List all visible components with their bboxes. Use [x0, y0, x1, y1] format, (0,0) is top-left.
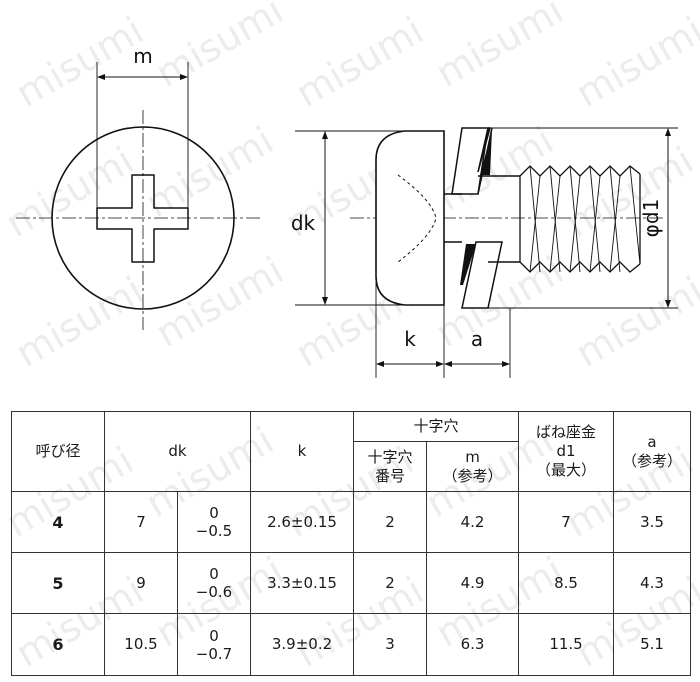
tol-upper: 0	[209, 565, 219, 583]
header-m-ref: m （参考）	[425, 441, 520, 492]
cross-recess	[96, 174, 189, 263]
header-recess-no: 十字穴 番号	[353, 441, 427, 492]
cell-k: 3.3±0.15	[250, 552, 354, 614]
cell-dk-tolerance: 0−0.6	[177, 552, 251, 614]
cell-dk-tolerance: 0−0.7	[177, 613, 251, 676]
cell-m: 4.9	[425, 552, 520, 614]
label-a: a	[471, 327, 483, 351]
cell-m: 6.3	[425, 613, 520, 676]
cell-d1: 7	[518, 491, 615, 553]
label-m: m	[133, 44, 152, 68]
cell-dk-tolerance: 0−0.5	[177, 491, 251, 553]
cell-recess-no: 3	[353, 613, 427, 676]
washer-upper-shade	[480, 130, 492, 175]
tol-upper: 0	[209, 626, 219, 645]
washer-upper	[451, 127, 489, 195]
cell-a: 5.1	[613, 613, 692, 676]
header-nominal: 呼び径	[11, 411, 105, 492]
label-d1: φd1	[639, 199, 663, 238]
cell-dk: 7	[104, 491, 178, 553]
cell-k: 3.9±0.2	[250, 613, 354, 676]
header-dk: dk	[104, 411, 251, 492]
cell-size: 6	[11, 613, 105, 676]
cell-recess-no: 2	[353, 552, 427, 614]
cell-a: 3.5	[613, 491, 692, 553]
table-row: 6 10.5 0−0.7 3.9±0.2 3 6.3 11.5 5.1	[11, 613, 692, 676]
thread-crests	[529, 165, 641, 273]
cell-k: 2.6±0.15	[250, 491, 354, 553]
cell-size: 4	[11, 491, 105, 553]
cell-dk: 10.5	[104, 613, 178, 676]
cell-size: 5	[11, 552, 105, 614]
top-view: m	[16, 44, 262, 330]
thread-top	[519, 165, 641, 177]
cell-d1: 11.5	[518, 613, 615, 676]
label-k: k	[404, 327, 416, 351]
label-dk: dk	[291, 211, 316, 235]
washer-lower-shade	[460, 244, 476, 285]
tol-upper: 0	[209, 504, 219, 522]
header-cross-recess: 十字穴	[352, 411, 520, 442]
header-a-ref: a （参考）	[613, 411, 692, 492]
screw-drawing: m	[16, 44, 678, 378]
tol-lower: −0.5	[195, 522, 233, 540]
cell-m: 4.2	[425, 491, 520, 553]
tol-lower: −0.7	[195, 644, 233, 663]
table-row: 5 9 0−0.6 3.3±0.15 2 4.9 8.5 4.3	[11, 552, 692, 614]
cell-d1: 8.5	[518, 552, 615, 614]
thread-bottom	[519, 261, 641, 273]
header-k: k	[250, 411, 354, 492]
cell-a: 4.3	[613, 552, 692, 614]
tol-lower: −0.6	[195, 583, 233, 601]
table-row: 4 7 0−0.5 2.6±0.15 2 4.2 7 3.5	[11, 491, 692, 553]
side-view: dk φd1 k a	[291, 127, 678, 378]
header-washer: ばね座金 d1 （最大）	[518, 411, 615, 492]
spec-table: 呼び径 dk k 十字穴 ばね座金 d1 （最大） a （参考） 十字穴 番号 …	[11, 411, 692, 676]
cell-recess-no: 2	[353, 491, 427, 553]
cell-dk: 9	[104, 552, 178, 614]
pan-head	[375, 130, 445, 306]
